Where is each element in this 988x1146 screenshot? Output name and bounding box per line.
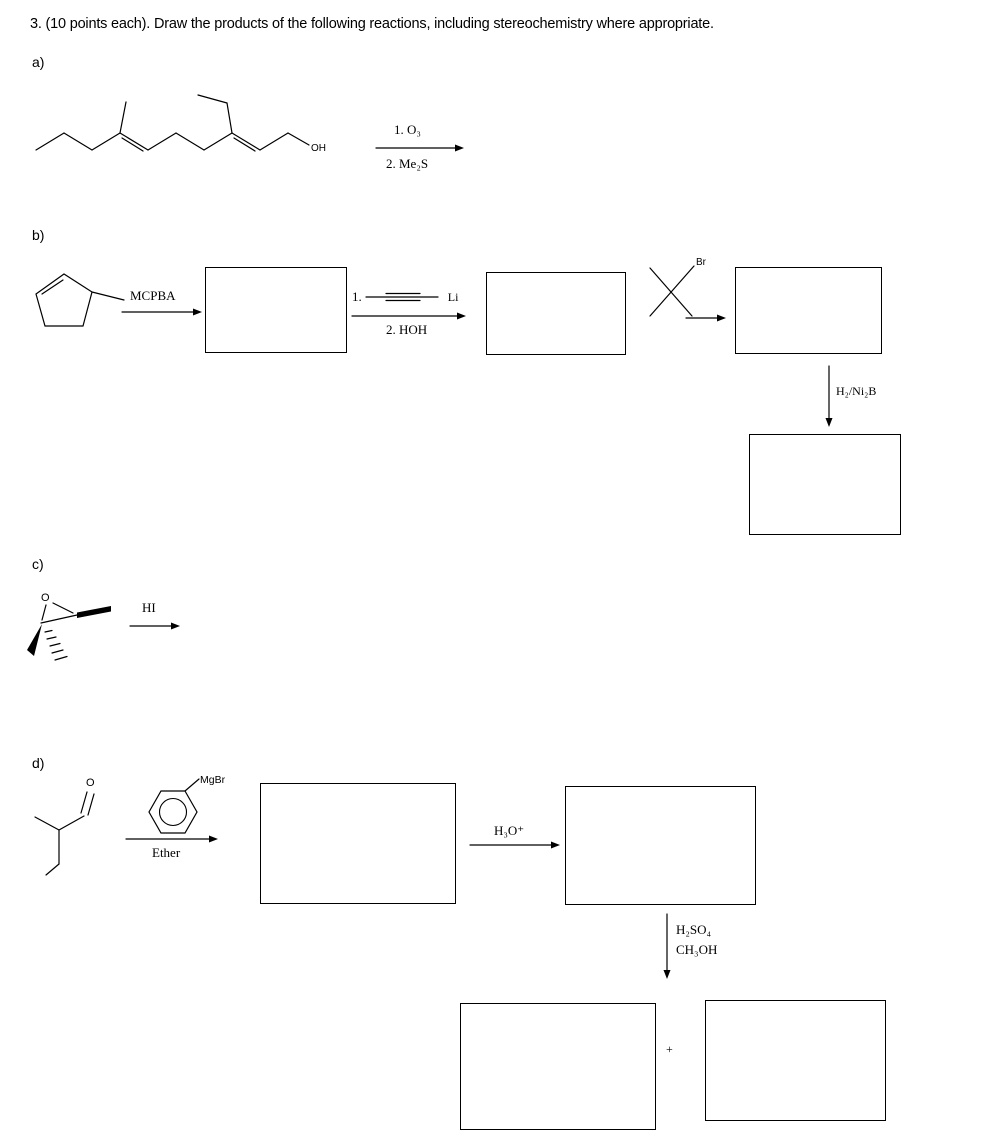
reagent-hi: HI [142, 600, 156, 615]
reagent-h2so4: H₂SO₄ [676, 922, 712, 937]
answer-box-d4 [705, 1000, 886, 1121]
reaction-arrow-a [375, 144, 464, 152]
answer-box-d2 [565, 786, 756, 905]
reaction-arrow-b1 [121, 308, 202, 316]
section-c-label: c) [32, 556, 44, 572]
acetylide-drawing [365, 292, 439, 302]
br-label: Br [696, 257, 707, 268]
answer-box-d3 [460, 1003, 656, 1130]
reagent-ether: Ether [152, 845, 181, 860]
answer-box-d1 [260, 783, 456, 904]
answer-box-b3 [735, 267, 882, 354]
section-b-label: b) [32, 227, 45, 243]
reaction-arrow-d2 [469, 841, 560, 849]
mgbr-label: MgBr [200, 774, 226, 786]
answer-box-b2 [486, 272, 626, 355]
reagent-ch3oh: CH₃OH [676, 942, 718, 957]
answer-box-b4 [749, 434, 901, 535]
step1-prefix: 1. [352, 289, 362, 304]
answer-box-b1 [205, 267, 347, 353]
reaction-arrow-d1 [125, 835, 218, 843]
structure-phenylmagnesium-bromide: MgBr [148, 774, 226, 834]
reaction-arrow-b-down [825, 365, 833, 427]
plus-sign: + [666, 1042, 673, 1056]
reaction-arrow-b2 [351, 312, 466, 320]
lithium-label: Li [447, 289, 459, 304]
section-a-label: a) [32, 54, 45, 70]
reaction-arrow-b3 [685, 314, 726, 322]
reaction-arrow-d-down [663, 913, 671, 979]
reagent-a-step1: 1. O₃ [394, 122, 421, 137]
epoxide-oxygen-label: O [41, 592, 50, 604]
stereo-wedge-bond [27, 624, 42, 656]
reagent-b-step1: 1. Li [352, 289, 458, 305]
structure-epoxide: O [27, 592, 111, 661]
structure-dienol-reactant: OH [35, 94, 326, 154]
question-title: 3. (10 points each). Draw the products o… [30, 16, 714, 32]
structure-alkyl-bromide: Br [649, 257, 707, 317]
reagent-mcpba: MCPBA [130, 288, 176, 303]
stereo-hash-bond [44, 629, 68, 661]
structure-methylcyclopentene [35, 273, 125, 327]
bold-bond-wedge [77, 606, 111, 618]
reagent-h3o: H₃O⁺ [494, 823, 525, 838]
carbonyl-oxygen-label: O [86, 777, 95, 789]
reagent-hydrogenation: H₂/Ni₂B [836, 384, 877, 398]
reagent-b-step2: 2. HOH [386, 322, 428, 337]
section-d-label: d) [32, 755, 45, 771]
oh-label: OH [311, 143, 326, 154]
structure-aldehyde: O [34, 777, 95, 876]
reaction-arrow-c [129, 622, 180, 630]
reagent-a-step2: 2. Me₂S [386, 156, 429, 171]
